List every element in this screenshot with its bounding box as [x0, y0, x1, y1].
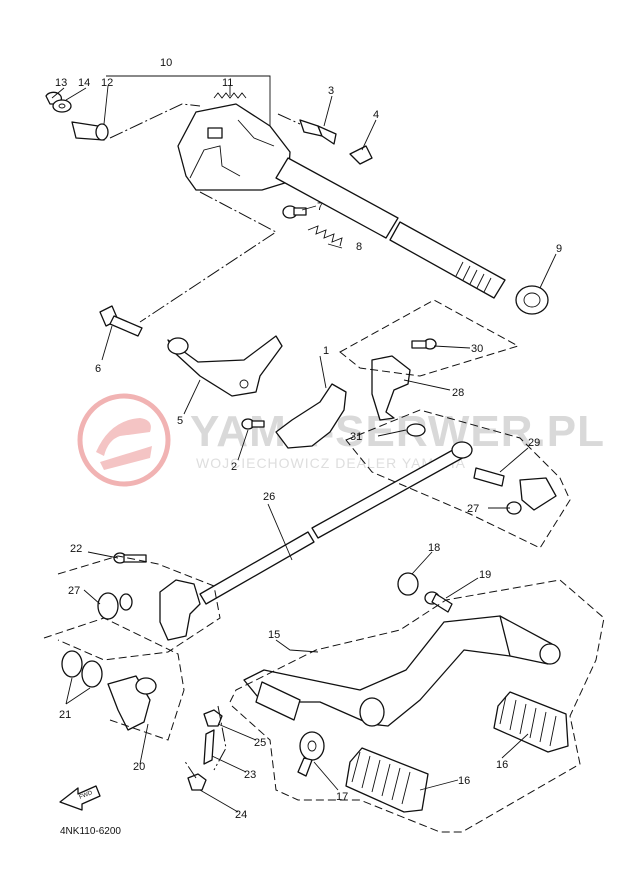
watermark-sub-text: WOJCIECHOWICZ DEALER YAMAHA [196, 455, 466, 471]
callout-7: 7 [317, 201, 323, 213]
callout-28: 28 [452, 387, 464, 399]
callout-3: 3 [328, 85, 334, 97]
pedal-assembly [61, 572, 569, 813]
callout-27b: 27 [68, 585, 80, 597]
callout-6: 6 [95, 363, 101, 375]
callout-labels: 1 2 3 4 5 6 7 8 9 10 11 12 13 14 15 16 1… [55, 57, 562, 821]
callout-4: 4 [373, 109, 379, 121]
callout-20: 20 [133, 761, 145, 773]
callout-13: 13 [55, 77, 67, 89]
oil-seal [515, 285, 549, 315]
callout-1: 1 [323, 345, 329, 357]
assembly-guide-lines [43, 103, 605, 833]
shift-shaft-assembly [45, 91, 549, 449]
callout-5: 5 [177, 415, 183, 427]
callout-25: 25 [254, 737, 266, 749]
watermark-logo-icon [77, 393, 171, 487]
callout-2: 2 [231, 461, 237, 473]
callout-30: 30 [471, 343, 483, 355]
callout-27a: 27 [467, 503, 479, 515]
callout-14: 14 [78, 77, 90, 89]
callout-23: 23 [244, 769, 256, 781]
callout-31: 31 [350, 431, 362, 443]
shift-rod-assembly [97, 338, 557, 641]
forward-arrow-icon: FWD [59, 785, 101, 811]
callout-16a: 16 [458, 775, 470, 787]
drawing-code: 4NK110-6200 [60, 826, 121, 837]
callout-29: 29 [528, 437, 540, 449]
callout-19: 19 [479, 569, 491, 581]
callout-21: 21 [59, 709, 71, 721]
callout-10: 10 [160, 57, 172, 69]
callout-16b: 16 [496, 759, 508, 771]
callout-26: 26 [263, 491, 275, 503]
callout-9: 9 [556, 243, 562, 255]
callout-8: 8 [356, 241, 362, 253]
callout-22: 22 [70, 543, 82, 555]
callout-24: 24 [235, 809, 247, 821]
callout-12: 12 [101, 77, 113, 89]
callout-15: 15 [268, 629, 280, 641]
callout-18: 18 [428, 542, 440, 554]
callout-17: 17 [336, 791, 348, 803]
leader-lines [51, 75, 557, 813]
callout-11: 11 [222, 77, 233, 89]
fwd-label: FWD [79, 790, 95, 801]
